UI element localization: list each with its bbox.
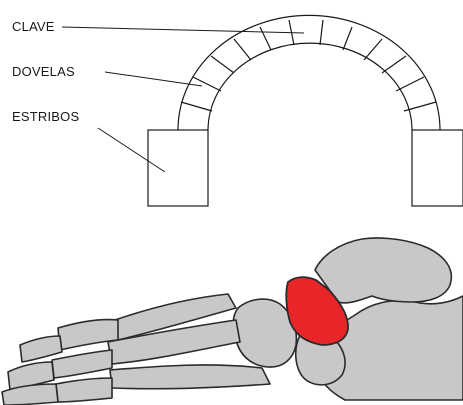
phalanx-bone (52, 350, 112, 378)
voussoir-joint (343, 27, 352, 50)
abutment-left (148, 130, 208, 206)
voussoir-joint (382, 56, 406, 73)
arch-labels: CLAVE DOVELAS ESTRIBOS (12, 19, 304, 172)
metatarsal-bone (110, 365, 270, 389)
arch-diagram (148, 15, 463, 206)
arch-outer-curve (178, 15, 440, 130)
talus-bone (315, 238, 451, 303)
voussoir-joint (234, 39, 251, 60)
voussoir-joint (193, 77, 221, 91)
label-voussoirs: DOVELAS (12, 64, 75, 79)
leader-voussoirs (105, 72, 202, 86)
label-abutments: ESTRIBOS (12, 109, 79, 124)
voussoir-joint (364, 39, 382, 60)
phalanx-bone (56, 378, 112, 402)
leader-abutments (98, 128, 165, 172)
foot-skeleton (2, 238, 463, 405)
voussoir-joint (181, 102, 212, 111)
abutment-right (412, 130, 463, 206)
voussoir-joint (260, 27, 271, 50)
leader-keystone (62, 27, 304, 33)
label-keystone: CLAVE (12, 19, 55, 34)
voussoir-joints (181, 20, 436, 111)
voussoir-joint (211, 56, 234, 73)
arch-inner-curve (208, 43, 412, 130)
voussoir-joint (320, 20, 323, 45)
phalanx-bone (20, 336, 62, 362)
voussoir-joint (396, 77, 424, 91)
